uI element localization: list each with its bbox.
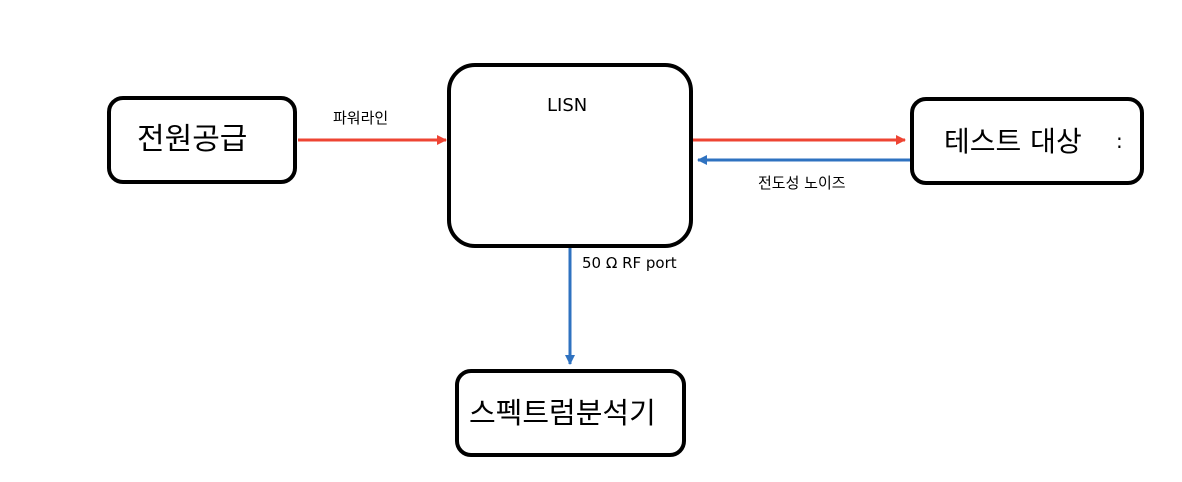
dut-label: 테스트 대상 <box>944 125 1082 158</box>
spectrum-analyzer-label: 스펙트럼분석기 <box>469 396 656 430</box>
dut-suffix: : <box>1116 129 1123 153</box>
conducted-noise-label: 전도성 노이즈 <box>758 174 846 192</box>
dut-block: 테스트 대상 : <box>910 97 1144 185</box>
power-supply-block: 전원공급 <box>107 96 297 184</box>
spectrum-analyzer-block: 스펙트럼분석기 <box>455 369 686 457</box>
rf-port-label: 50 Ω RF port <box>582 254 677 272</box>
lisn-label: LISN <box>547 95 588 116</box>
lisn-block: LISN <box>447 63 693 248</box>
power-line-label: 파워라인 <box>333 109 389 127</box>
power-supply-label: 전원공급 <box>137 122 248 157</box>
